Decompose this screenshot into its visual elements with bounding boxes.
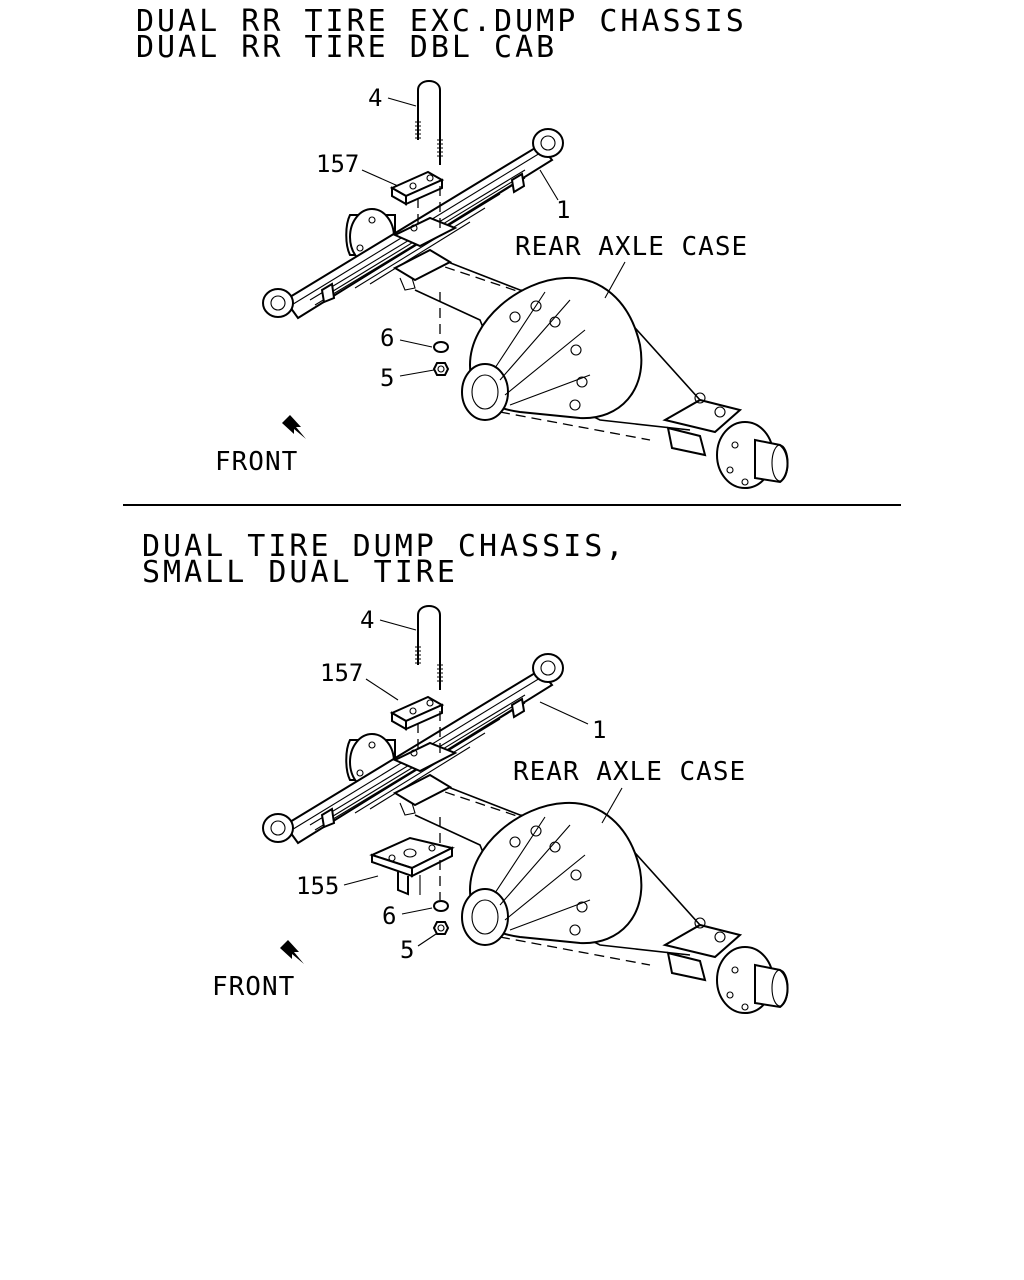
- section-1-title-line1: DUAL RR TIRE EXC.DUMP CHASSIS: [136, 4, 747, 39]
- front-arrow-icon: [282, 415, 306, 439]
- rear-axle-case-label-b: REAR AXLE CASE: [513, 757, 746, 787]
- section-2-title-line2: SMALL DUAL TIRE: [142, 555, 458, 590]
- section-2-title-line1: DUAL TIRE DUMP CHASSIS,: [142, 529, 626, 564]
- callout-6: 6: [380, 324, 394, 352]
- callout-5: 5: [380, 364, 394, 392]
- rear-axle-case-label: REAR AXLE CASE: [515, 232, 748, 262]
- callout-157: 157: [316, 150, 359, 178]
- front-arrow-icon-b: [280, 940, 304, 964]
- callout-157b: 157: [320, 659, 363, 687]
- front-label-b: FRONT: [212, 972, 295, 1002]
- lower-spring-plate: [369, 836, 455, 896]
- front-label: FRONT: [215, 447, 298, 477]
- callout-1: 1: [556, 196, 570, 224]
- section-1: DUAL RR TIRE EXC.DUMP CHASSIS DUAL RR TI…: [136, 4, 789, 489]
- section-1-title-line2: DUAL RR TIRE DBL CAB: [136, 30, 557, 65]
- callout-4: 4: [368, 84, 382, 112]
- callout-5b: 5: [400, 936, 414, 964]
- callout-155: 155: [296, 872, 339, 900]
- section-2: DUAL TIRE DUMP CHASSIS, SMALL DUAL TIRE …: [142, 529, 789, 1014]
- callout-1b: 1: [592, 716, 606, 744]
- callout-6b: 6: [382, 902, 396, 930]
- callout-4b: 4: [360, 606, 374, 634]
